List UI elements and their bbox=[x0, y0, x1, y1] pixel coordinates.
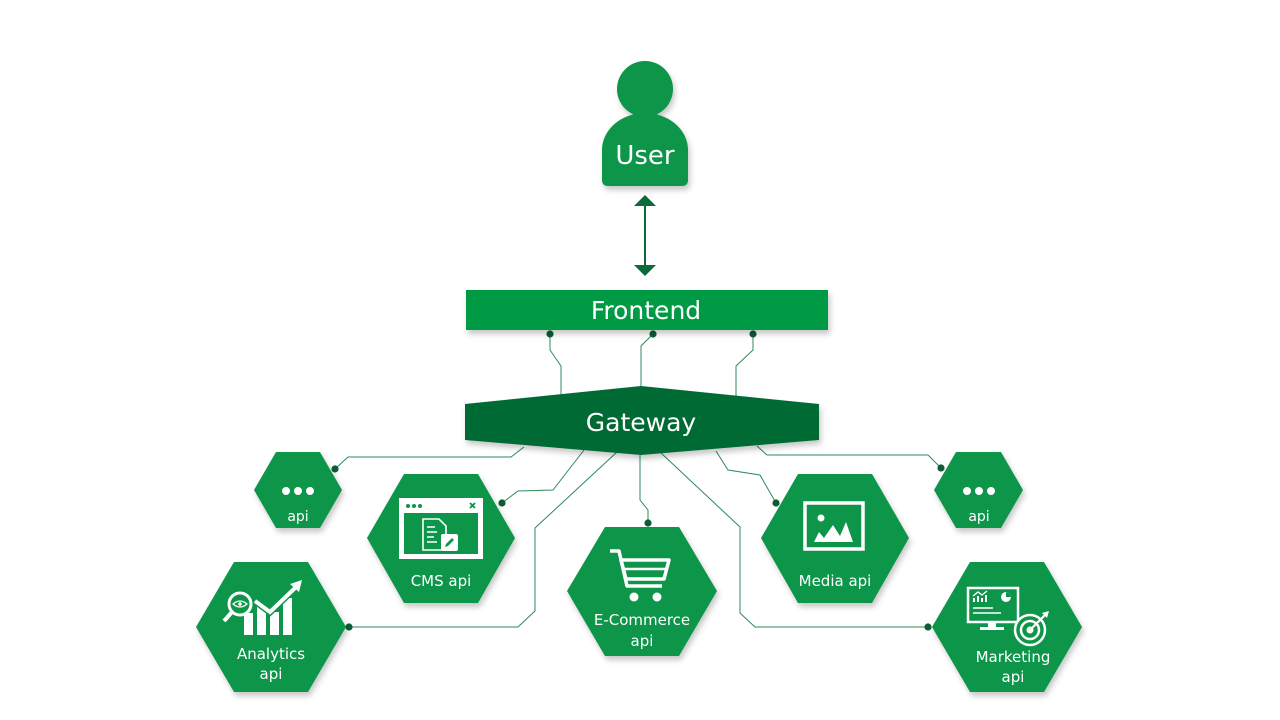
marketing-port bbox=[924, 623, 932, 631]
service-label-line2: api bbox=[631, 632, 654, 650]
service-analytics[interactable]: Analytics api bbox=[196, 562, 346, 692]
service-ecommerce[interactable]: E-Commerce api bbox=[567, 527, 717, 656]
service-label: api bbox=[287, 509, 308, 525]
frontend-node[interactable]: Frontend bbox=[466, 290, 828, 330]
connectors bbox=[331, 330, 945, 631]
service-label: api bbox=[968, 509, 989, 525]
connector-gateway-analytics bbox=[349, 451, 618, 628]
service-label-line2: api bbox=[260, 665, 283, 683]
more-left-port bbox=[331, 465, 339, 473]
connector-gateway-media bbox=[715, 450, 777, 504]
ellipsis-icon bbox=[963, 487, 995, 495]
analytics-chart-icon bbox=[222, 580, 302, 635]
service-more-left[interactable]: api bbox=[254, 452, 342, 528]
gateway-shape bbox=[465, 386, 819, 455]
connector-gateway-more-left bbox=[334, 446, 525, 470]
frontend-port-left bbox=[546, 330, 554, 338]
user-head-icon bbox=[617, 61, 673, 117]
image-icon bbox=[803, 501, 865, 551]
connector-gateway-ecommerce bbox=[639, 455, 649, 523]
connector-frontend-gateway-left bbox=[549, 334, 562, 396]
hexagon bbox=[932, 562, 1082, 692]
connector-gateway-cms bbox=[501, 449, 585, 504]
service-label: CMS api bbox=[411, 572, 472, 590]
connector-gateway-more-right bbox=[756, 445, 942, 469]
media-port bbox=[772, 499, 780, 507]
shopping-cart-icon bbox=[610, 549, 671, 602]
service-cms[interactable]: CMS api bbox=[367, 474, 515, 603]
gateway-node[interactable]: Gateway bbox=[465, 386, 819, 455]
service-marketing[interactable]: Marketing api bbox=[932, 562, 1082, 692]
user-body-icon bbox=[602, 113, 688, 186]
ecommerce-port bbox=[644, 519, 652, 527]
service-more-right[interactable]: api bbox=[934, 452, 1023, 528]
user-node[interactable]: User bbox=[602, 61, 688, 186]
gateway-label: Gateway bbox=[586, 408, 697, 437]
connector-frontend-gateway-right bbox=[735, 334, 754, 396]
hexagon bbox=[567, 527, 717, 656]
frontend-port-right bbox=[749, 330, 757, 338]
double-headed-arrow-icon bbox=[634, 195, 656, 276]
service-label-line1: E-Commerce bbox=[594, 611, 690, 629]
connector-gateway-marketing bbox=[660, 452, 928, 628]
analytics-port bbox=[345, 623, 353, 631]
service-label-line1: Marketing bbox=[976, 648, 1051, 666]
service-label-line2: api bbox=[1002, 668, 1025, 686]
user-label: User bbox=[615, 141, 675, 171]
frontend-bar bbox=[466, 290, 828, 330]
service-label-line1: Analytics bbox=[237, 645, 305, 663]
marketing-dashboard-target-icon bbox=[966, 586, 1049, 647]
frontend-label: Frontend bbox=[591, 296, 701, 325]
frontend-port-center bbox=[649, 330, 657, 338]
more-right-port bbox=[937, 464, 945, 472]
service-media[interactable]: Media api bbox=[761, 474, 909, 603]
connector-frontend-gateway-center bbox=[640, 333, 654, 388]
cms-document-window-icon bbox=[399, 498, 483, 559]
ellipsis-icon bbox=[282, 487, 314, 495]
service-label: Media api bbox=[799, 572, 872, 590]
cms-port bbox=[498, 499, 506, 507]
